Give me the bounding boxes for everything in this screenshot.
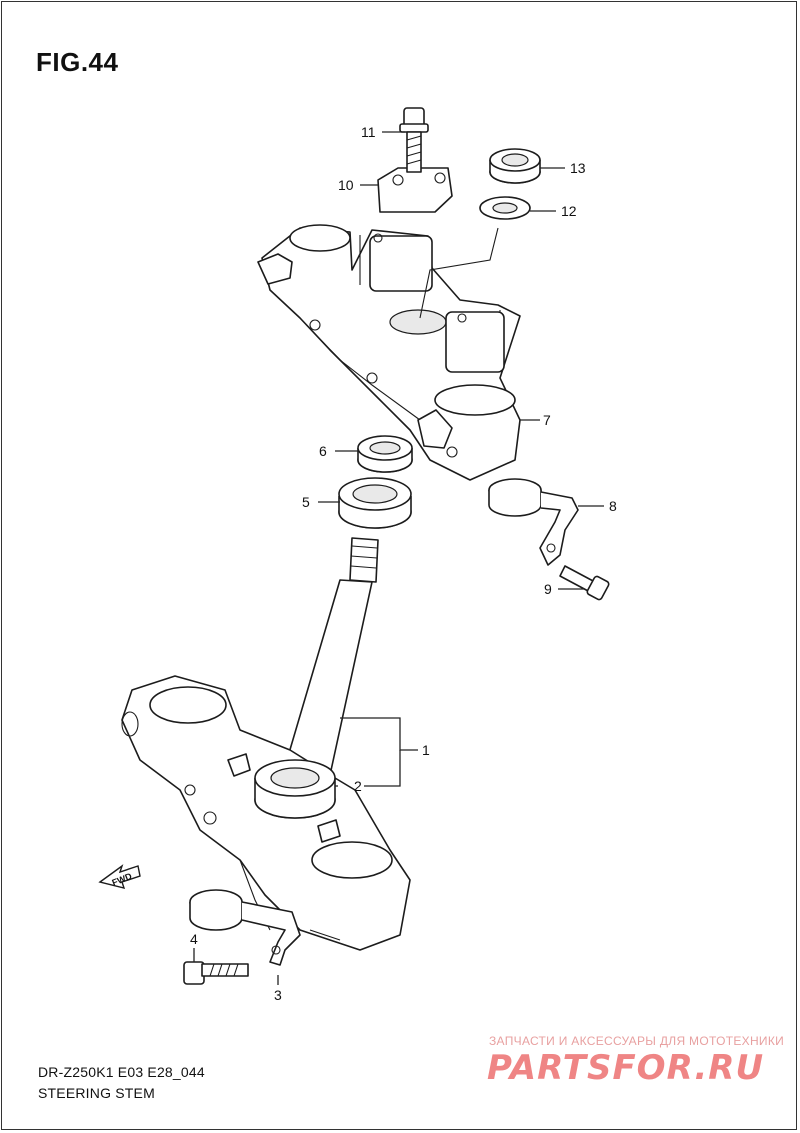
callout-1: 1 xyxy=(422,742,430,758)
diagram-name: STEERING STEM xyxy=(38,1085,155,1101)
callout-2: 2 xyxy=(354,778,362,794)
lower-bearing xyxy=(254,759,336,819)
callout-9: 9 xyxy=(544,581,552,597)
cable-guide-bolt xyxy=(559,565,610,601)
callout-11: 11 xyxy=(361,124,376,140)
callout-5: 5 xyxy=(302,494,310,510)
callout-12: 12 xyxy=(561,203,577,219)
callout-10: 10 xyxy=(338,177,354,193)
washer xyxy=(479,196,531,220)
forward-direction-arrow: FWD xyxy=(98,864,141,889)
callout-3: 3 xyxy=(274,987,282,1003)
steering-bearing xyxy=(338,477,412,529)
callout-7: 7 xyxy=(543,412,551,428)
lower-cable-guide-bolt xyxy=(183,961,249,985)
assembly-guide-line-12 xyxy=(419,227,499,319)
callout-leaders xyxy=(193,131,604,985)
cable-guide xyxy=(488,478,579,566)
handlebar-holder-upper xyxy=(377,167,453,213)
figure-title: FIG.44 xyxy=(36,47,119,77)
watermark-logo: PARTSFOR.RU xyxy=(487,1048,765,1088)
upper-bracket xyxy=(257,224,521,481)
callout-13: 13 xyxy=(570,160,586,176)
steering-stem-nut xyxy=(489,148,541,184)
steering-stem-lower-bracket xyxy=(121,537,411,951)
callout-4: 4 xyxy=(190,931,198,947)
holder-bolt xyxy=(399,107,429,173)
callout-6: 6 xyxy=(319,443,327,459)
lower-cable-guide xyxy=(189,889,301,966)
callout-8: 8 xyxy=(609,498,617,514)
steering-lock-nut xyxy=(357,435,413,473)
model-code: DR-Z250K1 E03 E28_044 xyxy=(38,1064,205,1080)
watermark-tagline: ЗАПЧАСТИ И АКСЕССУАРЫ ДЛЯ МОТОТЕХНИКИ xyxy=(489,1034,785,1048)
callout-numbers: 11 10 13 12 7 6 5 8 9 1 2 3 4 xyxy=(190,124,617,1003)
